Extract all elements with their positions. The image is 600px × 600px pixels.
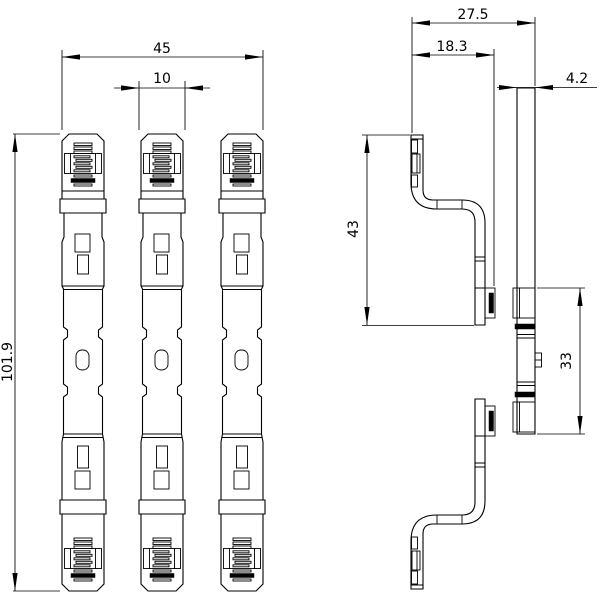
dimensions: 45 10 101.9 27.5 18.3 — [0, 7, 597, 592]
dim-bracket-height: 43 — [346, 134, 474, 326]
side-view — [410, 87, 542, 590]
dim-label-clip-span: 33 — [559, 352, 575, 370]
dim-label-pole-width: 10 — [153, 71, 171, 87]
dim-total-height: 101.9 — [0, 133, 60, 592]
dim-label-total-width: 45 — [153, 41, 171, 57]
dim-pole-width: 10 — [114, 71, 210, 130]
dim-label-bar-thickness: 4.2 — [566, 71, 588, 87]
dim-label-depth-total: 27.5 — [457, 7, 488, 23]
bar-stop-bottom — [514, 391, 536, 398]
dim-depth-total: 27.5 — [411, 7, 536, 133]
bar-clip-bottom — [512, 401, 536, 433]
dim-label-bracket-height: 43 — [346, 220, 362, 238]
dim-bar-thickness: 4.2 — [497, 71, 597, 90]
dim-total-width: 45 — [61, 41, 264, 130]
mounting-bar — [512, 87, 542, 435]
bar-body — [516, 87, 536, 435]
bar-stop-top — [514, 323, 536, 330]
bar-clip-top — [512, 287, 536, 319]
dim-label-total-height: 101.9 — [0, 342, 16, 382]
dim-label-depth-bracket: 18.3 — [436, 39, 467, 55]
dim-depth-bracket: 18.3 — [412, 39, 495, 286]
dim-clip-span: 33 — [537, 287, 585, 435]
